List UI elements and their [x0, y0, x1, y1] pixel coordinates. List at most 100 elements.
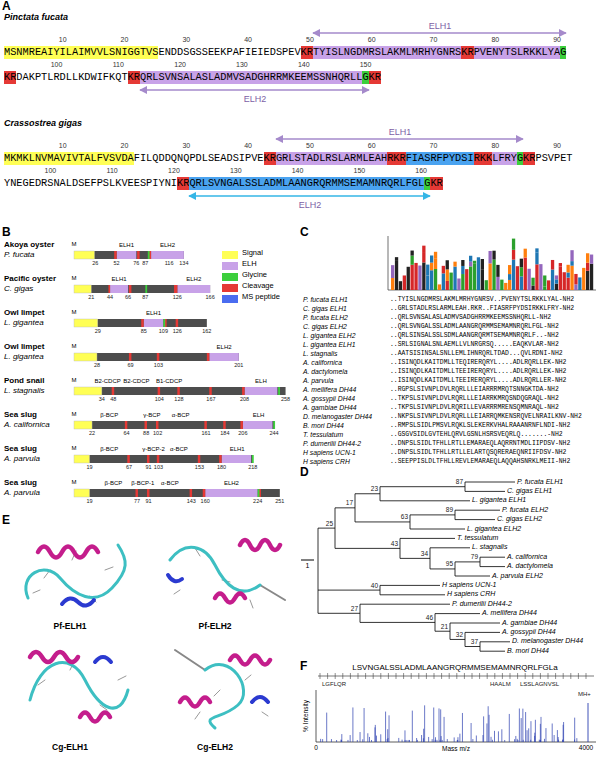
figure-art — [30, 663, 128, 709]
structure-label: Pf-ELH2 — [198, 622, 231, 632]
domain-label: ELH1 — [230, 446, 245, 453]
leaf-label: A. gambiae DH44 — [502, 619, 557, 627]
cleavage-site — [198, 455, 200, 463]
tree-branch — [380, 487, 381, 501]
residue-number: 184 — [220, 430, 229, 436]
spectrum-peak — [509, 714, 510, 742]
residue-number: 20 — [121, 142, 129, 150]
logo-letter — [535, 264, 538, 290]
logo-letter — [391, 278, 394, 290]
domain-label: B2-CDCP — [94, 378, 120, 385]
elh-region — [151, 251, 184, 259]
sequence-segment: KR — [177, 177, 189, 190]
protein-bar — [74, 489, 280, 497]
sequence-segment: MKMKLNVMAVIVTALFVSVDA — [4, 152, 134, 165]
domain-label: ELH — [255, 378, 267, 385]
ion-tick — [320, 673, 321, 679]
logo-letter — [411, 251, 414, 256]
aligned-sequence: ..QRLSVNGALSSLADMLAANGRQRMMSEMAMNRQRLFGL… — [390, 323, 559, 330]
residue-number: 126 — [173, 328, 182, 334]
spectrum-peak — [428, 737, 429, 742]
spectrum-peak — [362, 739, 363, 742]
leaf-label: B. mori DH44 — [507, 647, 549, 655]
spectrum-peak — [398, 738, 399, 742]
spectrum-peak — [544, 739, 545, 742]
tree-branch — [318, 528, 335, 529]
ion-tick — [426, 673, 427, 679]
spectrum-peak — [369, 737, 370, 742]
axis-title: Mass m/z — [442, 745, 470, 752]
start-label: M — [72, 275, 77, 282]
sequence-segment: KR — [461, 46, 473, 59]
spectrum-peak — [486, 723, 487, 742]
ion-tick — [548, 673, 549, 679]
legend-swatch — [222, 251, 238, 259]
tree-branch — [480, 566, 505, 567]
spectrum-peak — [501, 729, 502, 742]
residue-number: 251 — [275, 498, 284, 504]
scale-label: 1 — [306, 562, 310, 570]
spectrum-peak — [435, 737, 436, 742]
spectrum-peak — [530, 740, 531, 742]
spectrum-peak — [563, 725, 564, 742]
cleavage-site — [242, 387, 244, 395]
cleavage-site — [141, 319, 143, 327]
figure-art — [230, 656, 270, 665]
logo-letter — [508, 274, 511, 280]
logo-letter — [461, 274, 464, 290]
elh-region — [177, 285, 210, 293]
species-name: Owl limpet — [4, 342, 44, 351]
spectrum-peak — [462, 713, 463, 742]
tree-branch — [410, 514, 455, 515]
tree-branch — [360, 604, 450, 605]
ion-tick — [396, 673, 397, 679]
figure-art — [240, 540, 280, 550]
logo-letter — [489, 251, 492, 263]
logo-letter — [567, 272, 570, 277]
species-name: A. mellifera DH44 — [303, 386, 356, 394]
residue-number: 77 — [134, 498, 140, 504]
species-name: P. fucata ELH2 — [303, 314, 348, 322]
residue-number: 91 — [146, 498, 152, 504]
species-name: L. stagnalis — [4, 386, 44, 395]
signal-region — [74, 285, 91, 293]
residue-number: 218 — [248, 464, 257, 470]
fragment-label: MH+ — [578, 691, 591, 698]
residue-number: 208 — [240, 396, 249, 402]
panel-letter: D — [300, 466, 309, 480]
tree-branch — [410, 515, 411, 529]
domain-label: ELH1 — [146, 310, 161, 317]
residue-number: 87 — [142, 294, 148, 300]
tree-branch — [455, 562, 456, 576]
sequence-segment: YNEGEDRSNALDSEFPSLKVEESPIYNI — [4, 177, 177, 190]
spectrum-peak — [528, 728, 529, 742]
spectrum-peak — [441, 736, 442, 742]
ion-tick — [532, 673, 533, 679]
residue-number: 21 — [88, 294, 94, 300]
spectrum-peak — [539, 740, 540, 742]
ion-tick — [502, 673, 503, 679]
logo-letter — [567, 265, 570, 273]
legend-swatch — [222, 262, 238, 270]
species-name: A. gossypii DH44 — [303, 395, 355, 403]
logo-letter — [531, 278, 534, 286]
start-label: M — [72, 377, 77, 384]
logo-letter — [418, 266, 421, 290]
aligned-sequence: ..QRLSINSALSSLSDMLAANGRQRMTSEMAMNRQRLF..… — [390, 332, 559, 339]
logo-letter — [578, 277, 581, 290]
domain-label: ELH2 — [299, 200, 322, 210]
domain-label: γ-BCP — [143, 412, 160, 419]
residue-number: 52 — [114, 260, 120, 266]
figure-art — [80, 713, 110, 722]
spectrum-peak — [483, 716, 484, 742]
residue-number: 103 — [154, 464, 163, 470]
logo-letter — [555, 284, 558, 290]
domain-label: α-BCP — [161, 480, 179, 487]
residue-number: 128 — [174, 396, 183, 402]
sequence-segment: RKR — [387, 152, 406, 165]
ion-tick — [578, 673, 579, 679]
ion-tick — [517, 673, 518, 679]
bootstrap-value: 23 — [371, 485, 378, 492]
residue-number: 166 — [206, 294, 215, 300]
tree-branch — [335, 508, 336, 549]
